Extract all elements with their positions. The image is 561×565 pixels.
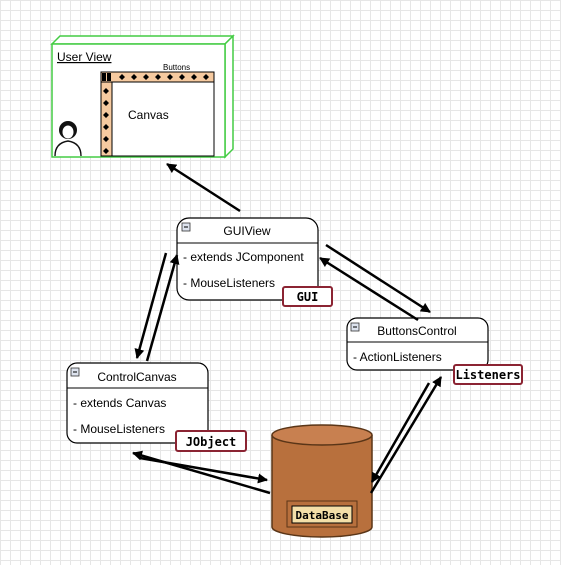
arrow-guiview-to-controlcanvas — [134, 252, 168, 359]
buttons-control-title: ButtonsControl — [377, 324, 456, 338]
arrow-buttonscontrol-to-database — [370, 382, 431, 483]
database-node[interactable]: DataBase — [271, 424, 373, 538]
listeners-tag-label: Listeners — [455, 368, 520, 382]
jobject-tag-label: JObject — [186, 435, 237, 449]
listeners-tag: Listeners — [453, 364, 523, 385]
gui-view-node[interactable]: GUIView - extends JComponent - MouseList… — [176, 217, 319, 301]
arrow-guiview-to-buttonscontrol — [325, 243, 431, 314]
user-view-node[interactable]: User View Buttons Canvas — [50, 34, 235, 159]
buttons-control-node[interactable]: ButtonsControl - ActionListeners — [346, 317, 489, 371]
database-label: DataBase — [296, 509, 349, 522]
control-canvas-member: - MouseListeners — [73, 422, 165, 436]
gui-view-member: - MouseListeners — [183, 276, 275, 290]
jobject-tag: JObject — [175, 430, 247, 452]
control-canvas-node[interactable]: ControlCanvas - extends Canvas - MouseLi… — [66, 362, 209, 444]
connectors — [132, 162, 443, 495]
gui-view-member: - extends JComponent — [183, 250, 304, 264]
gui-tag-label: GUI — [297, 290, 319, 304]
arrow-buttonscontrol-to-guiview — [319, 256, 419, 322]
buttons-control-member: - ActionListeners — [353, 350, 442, 364]
minus-box-icon[interactable] — [350, 322, 360, 332]
top-strip-diamonds — [119, 74, 209, 80]
user-view-title: User View — [57, 50, 112, 64]
canvas-label: Canvas — [128, 108, 169, 122]
arrow-database-to-buttonscontrol — [369, 376, 443, 494]
arrow-database-to-controlcanvas — [132, 450, 271, 495]
canvas-area — [111, 81, 215, 157]
user-view-top-face — [50, 35, 235, 45]
gui-tag: GUI — [282, 286, 333, 307]
buttons-label: Buttons — [163, 63, 190, 72]
control-canvas-title: ControlCanvas — [97, 370, 176, 384]
control-canvas-member: - extends Canvas — [73, 396, 166, 410]
minus-box-icon[interactable] — [181, 222, 191, 232]
strip-corner-bar — [102, 73, 106, 81]
left-strip-diamonds — [103, 88, 109, 154]
user-person-icon — [54, 121, 82, 157]
arrow-controlcanvas-to-database — [139, 456, 268, 484]
user-view-side-face — [224, 34, 234, 159]
strip-corner-bar — [107, 73, 111, 81]
arrow-guiview-to-userview — [166, 162, 241, 213]
minus-box-icon[interactable] — [70, 367, 80, 377]
arrow-controlcanvas-to-guiview — [145, 254, 180, 362]
gui-view-title: GUIView — [223, 224, 270, 238]
